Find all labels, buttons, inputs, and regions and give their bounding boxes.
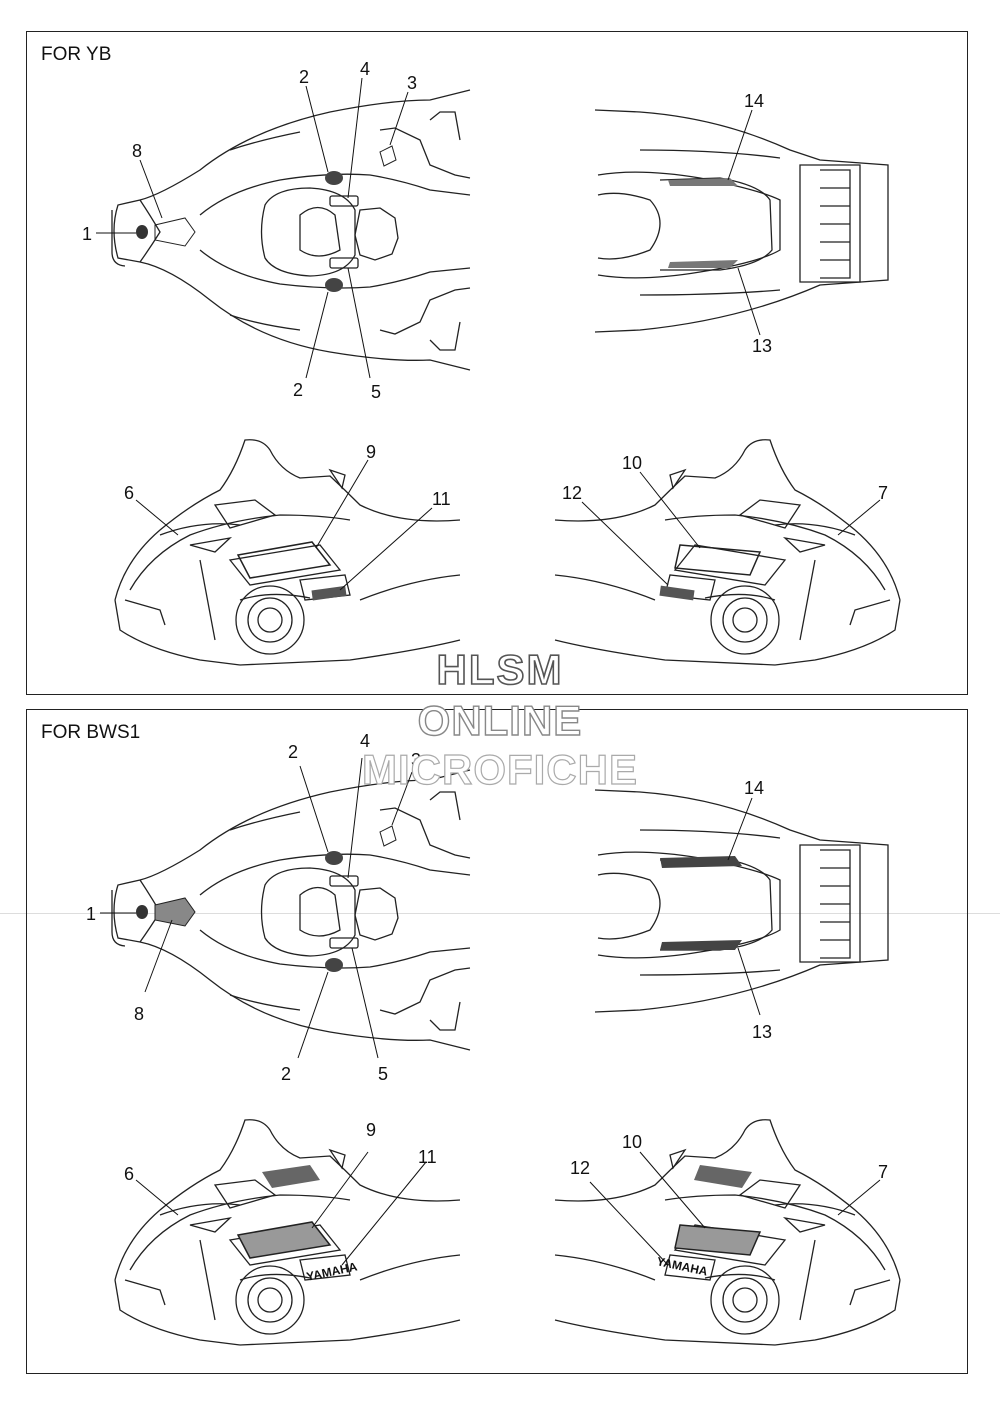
- side-right-yb: [555, 440, 900, 665]
- panel-for-yb: FOR YB: [26, 31, 968, 695]
- panel-for-bws1: FOR BWS1: [26, 709, 968, 1374]
- scan-guide-line: [0, 913, 1000, 914]
- callout-13: 13: [752, 336, 772, 356]
- panel-title: FOR BWS1: [41, 722, 141, 743]
- callout-2: 2: [299, 67, 309, 87]
- callout-labels-bws1: 1 8 2 2 4 5 3 14 13 6 9 11 7 10 12: [86, 731, 888, 1184]
- callout-2: 2: [293, 380, 303, 400]
- callout-1: 1: [86, 904, 96, 924]
- panel-title: FOR YB: [41, 44, 112, 65]
- callout-7: 7: [878, 1162, 888, 1182]
- callout-labels-yb: 1 8 2 2 4 5 3 14 13 6 9 11 7 10 12: [82, 59, 888, 509]
- callout-9: 9: [366, 442, 376, 462]
- callout-14: 14: [744, 91, 764, 111]
- callout-9: 9: [366, 1120, 376, 1140]
- callout-5: 5: [378, 1064, 388, 1084]
- callout-11: 11: [418, 1147, 437, 1167]
- callout-6: 6: [124, 483, 134, 503]
- decal-set-bws1: YAMAHA YAMAHA: [136, 825, 762, 1284]
- watermark-line-1: HLSM: [436, 645, 564, 694]
- yamaha-decal-left: YAMAHA: [305, 1259, 359, 1283]
- callout-8: 8: [132, 141, 142, 161]
- callout-4: 4: [360, 731, 370, 751]
- stern-view-yb: [594, 109, 889, 333]
- callout-6: 6: [124, 1164, 134, 1184]
- callout-2: 2: [281, 1064, 291, 1084]
- top-view-yb: [111, 89, 471, 371]
- decal-emblem-1: [136, 145, 762, 601]
- side-left-yb: [114, 439, 461, 666]
- callout-10: 10: [622, 1132, 642, 1152]
- callout-1: 1: [82, 224, 92, 244]
- watermark-line-2: ONLINE: [417, 696, 583, 744]
- callout-7: 7: [878, 483, 888, 503]
- callout-11: 11: [432, 489, 451, 509]
- callout-14: 14: [744, 778, 764, 798]
- callout-2: 2: [288, 742, 298, 762]
- callout-5: 5: [371, 382, 381, 402]
- watermark-line-3: MICROFICHE: [361, 745, 638, 793]
- callout-10: 10: [622, 453, 642, 473]
- callouts-yb: [96, 77, 881, 591]
- callouts-bws1: [100, 757, 881, 1266]
- callout-3: 3: [411, 750, 421, 770]
- callout-12: 12: [562, 483, 582, 503]
- callout-8: 8: [134, 1004, 144, 1024]
- callout-4: 4: [360, 59, 370, 79]
- stern-view-bws1: [594, 789, 889, 1013]
- callout-13: 13: [752, 1022, 772, 1042]
- callout-3: 3: [407, 73, 417, 93]
- callout-12: 12: [570, 1158, 590, 1178]
